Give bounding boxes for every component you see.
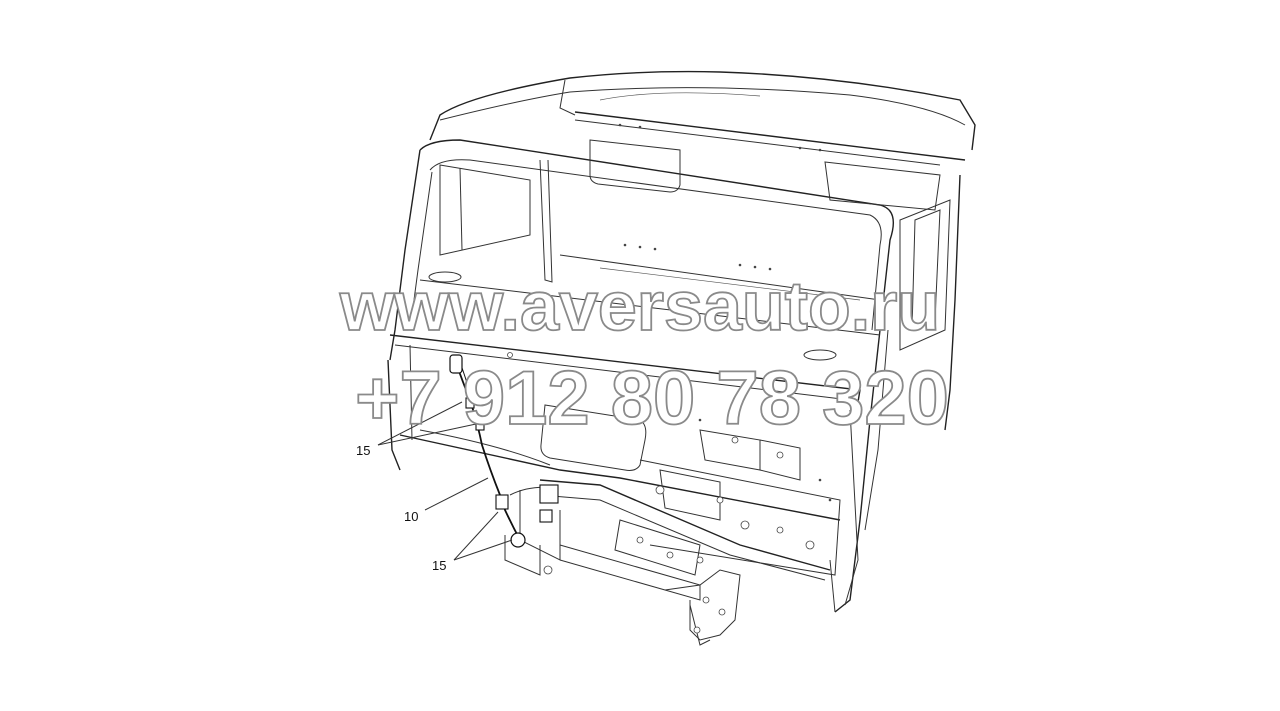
- watermark: www.aversauto.ru +7 912 80 78 320: [338, 266, 950, 442]
- callout-15-top: 15: [356, 401, 477, 458]
- connector-icon: [449, 354, 463, 374]
- watermark-site: www.aversauto.ru: [339, 267, 940, 345]
- svg-text:15: 15: [432, 558, 446, 573]
- svg-text:15: 15: [356, 443, 370, 458]
- relay-icon: [539, 484, 559, 504]
- cab-body: [387, 70, 976, 613]
- mounting-holes: [416, 123, 832, 634]
- callout-15-bottom: 15: [432, 511, 513, 573]
- wiring-harness: [449, 354, 559, 548]
- cab-frame-bracket: [504, 479, 831, 646]
- svg-text:10: 10: [404, 509, 418, 524]
- watermark-phone: +7 912 80 78 320: [355, 356, 949, 441]
- callout-10: 10: [404, 477, 489, 524]
